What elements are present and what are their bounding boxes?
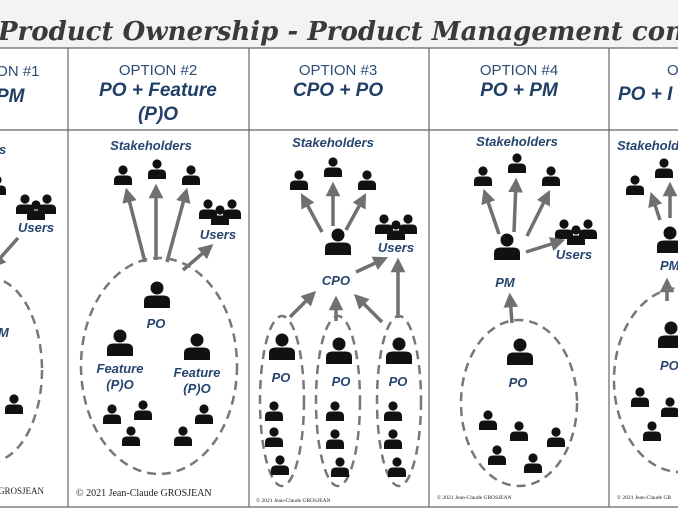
- option3-po3-label: PO: [389, 374, 408, 389]
- option2-po-icon: [144, 281, 170, 308]
- option5-team-ellipse: [612, 286, 678, 474]
- option4-stakeholder-icon: [508, 153, 526, 173]
- option3-team-members: [265, 401, 406, 477]
- option3-copyright: © 2021 Jean-Claude GROSJEAN: [256, 497, 331, 504]
- option2-feature2-label-line2: (P)O: [183, 381, 210, 396]
- option3-po2-label: PO: [332, 374, 351, 389]
- option5-copyright: © 2021 Jean-Claude GR: [617, 494, 671, 501]
- option5-arrows: [648, 181, 678, 301]
- option4-number: OPTION #4: [480, 62, 558, 79]
- option3-team1-ellipse: [258, 314, 306, 488]
- option2-column: OPTION #2 PO + Feature (P)O Stakeholders…: [76, 62, 241, 499]
- option2-stakeholders-label: Stakeholders: [110, 138, 192, 153]
- option2-users-icon: [199, 199, 241, 225]
- title-band: [0, 0, 678, 48]
- option4-po-icon: [507, 338, 533, 365]
- option4-arrows: [481, 177, 566, 324]
- option4-stakeholder-icon: [542, 166, 560, 186]
- option2-feature2-label-line1: Feature: [174, 365, 221, 380]
- option3-number: OPTION #3: [299, 62, 377, 79]
- option2-copyright: © 2021 Jean-Claude GROSJEAN: [76, 488, 212, 499]
- option4-users-icon: [555, 219, 597, 245]
- option4-po-label: PO: [509, 375, 528, 390]
- option3-po1-icon: [269, 333, 295, 360]
- option2-feature1-label-line2: (P)O: [106, 377, 133, 392]
- option3-po3-icon: [386, 337, 412, 364]
- option3-stakeholder-icon: [358, 170, 376, 190]
- option1-arrow: [0, 236, 20, 269]
- option4-team-ellipse: [459, 318, 579, 488]
- option3-column: OPTION #3 CPO + PO Stakeholders Users CP…: [256, 62, 423, 504]
- option3-stakeholders-label: Stakeholders: [292, 135, 374, 150]
- option5-number: O: [667, 62, 678, 79]
- option2-stakeholder-icon: [182, 165, 200, 185]
- option1-member-icon: [5, 394, 23, 414]
- option2-feature1-label-line1: Feature: [97, 361, 144, 376]
- option2-stakeholder-icon: [114, 165, 132, 185]
- option5-column: O PO + I Stakeholde PM PO © 2021 Jean-Cl…: [612, 62, 678, 501]
- option1-users-label: Users: [18, 220, 54, 235]
- option2-title-line1: PO + Feature: [99, 80, 217, 101]
- option3-stakeholder-icon: [290, 170, 308, 190]
- option1-users-icon: [16, 194, 56, 220]
- option2-feature1-icon: [107, 329, 133, 356]
- option4-column: OPTION #4 PO + PM Stakeholders Users PM …: [437, 62, 597, 501]
- option4-pm-label: PM: [495, 275, 516, 290]
- option5-pm-icon: [657, 226, 678, 253]
- option2-stakeholder-icon: [148, 159, 166, 179]
- option5-title: PO + I: [618, 84, 673, 105]
- option4-pm-icon: [494, 233, 520, 260]
- option3-team2-ellipse: [314, 314, 362, 488]
- option5-pm-label: PM: [660, 258, 678, 273]
- option4-stakeholder-icon: [474, 166, 492, 186]
- option5-po-icon: [658, 321, 678, 348]
- option5-team-members: [631, 387, 678, 441]
- option2-number: OPTION #2: [119, 62, 197, 79]
- option5-stakeholder-icon: [655, 158, 673, 178]
- option1-team-ellipse: [0, 278, 44, 462]
- option2-title-line2: (P)O: [138, 104, 178, 125]
- option5-stakeholders-label: Stakeholde: [617, 138, 678, 153]
- option1-stakeholders-label: rs: [0, 142, 6, 157]
- option3-team3-ellipse: [375, 314, 423, 488]
- option2-team-members: [103, 400, 213, 446]
- option3-po1-label: PO: [272, 370, 291, 385]
- option5-po-label: PO: [660, 358, 678, 373]
- option3-po2-icon: [326, 337, 352, 364]
- option1-stakeholder-icon: [0, 175, 6, 195]
- option1-copyright: GROSJEAN: [0, 486, 45, 496]
- option2-users-label: Users: [200, 227, 236, 242]
- option1-center-label: M: [0, 325, 10, 340]
- option3-users-icon: [375, 214, 417, 240]
- option3-users-label: Users: [378, 240, 414, 255]
- option1-column: ION #1 PM rs Users M GROSJEAN: [0, 63, 56, 496]
- option2-feature2-icon: [184, 333, 210, 360]
- option2-team-ellipse: [79, 256, 239, 476]
- option4-title: PO + PM: [480, 80, 559, 101]
- option4-users-label: Users: [556, 247, 592, 262]
- option4-team-members: [479, 410, 565, 473]
- option1-title: PM: [0, 86, 26, 107]
- option3-cpo-icon: [325, 228, 351, 255]
- option1-number: ION #1: [0, 63, 40, 80]
- option3-cpo-label: CPO: [322, 273, 350, 288]
- option5-stakeholder-icon: [626, 175, 644, 195]
- option3-title: CPO + PO: [293, 80, 383, 101]
- option2-po-label: PO: [147, 316, 166, 331]
- option4-copyright: © 2021 Jean-Claude GROSJEAN: [437, 494, 512, 501]
- option4-stakeholders-label: Stakeholders: [476, 134, 558, 149]
- table-grid: [0, 47, 678, 508]
- main-title: Product Ownership - Product Management c…: [0, 17, 678, 47]
- option3-stakeholder-icon: [324, 157, 342, 177]
